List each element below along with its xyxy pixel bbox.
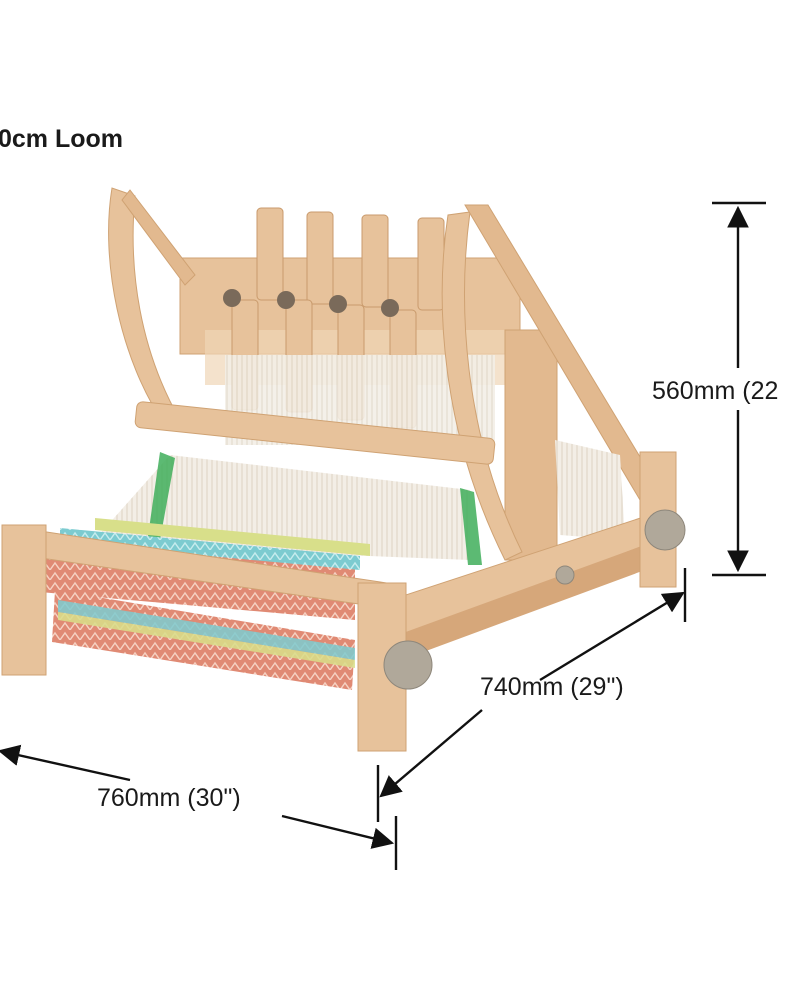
height-dimension-label: 560mm (22 — [652, 377, 779, 405]
depth-dimension-label: 740mm (29") — [480, 673, 624, 701]
dimension-lines — [0, 201, 766, 870]
right-arm — [441, 211, 523, 561]
product-title: 0cm Loom — [0, 125, 124, 153]
width-dimension-label: 760mm (30") — [97, 784, 241, 812]
lever-pivots — [223, 289, 399, 317]
cloth-roll — [52, 590, 355, 690]
loom-legs — [1, 451, 677, 752]
ratchet-knobs[interactable] — [383, 509, 686, 690]
beater-bar[interactable] — [134, 401, 496, 465]
